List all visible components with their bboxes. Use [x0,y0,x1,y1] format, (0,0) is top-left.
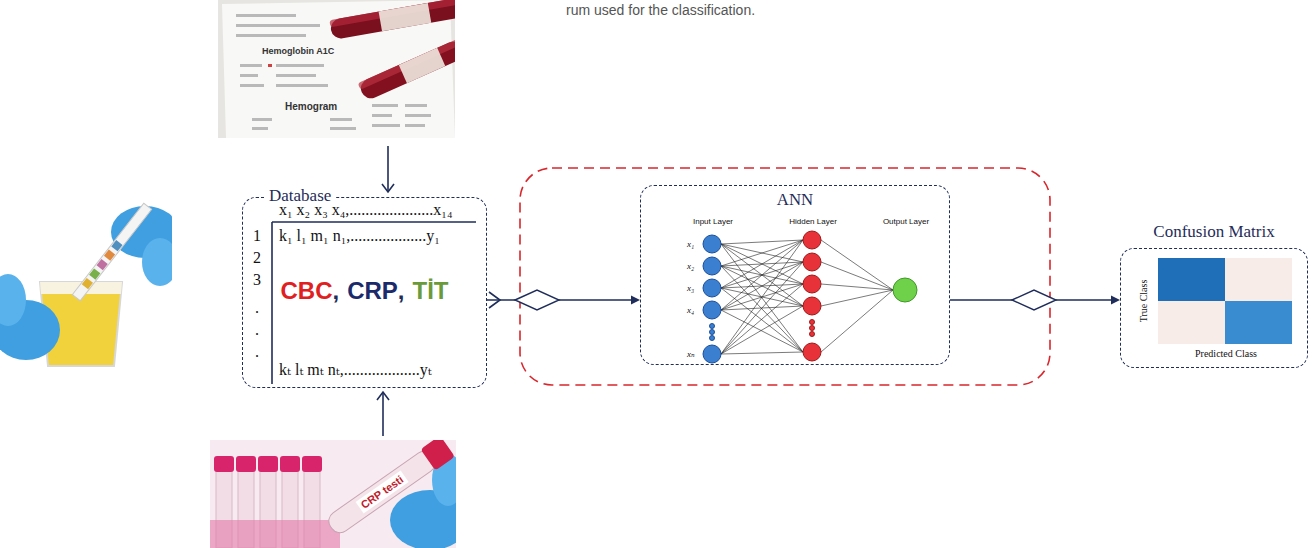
crp-test-photo [210,440,456,548]
report-text: Hemogram [285,100,337,113]
box-heading: ANN [641,189,949,210]
row-number: 1 [253,226,261,246]
report-text: Hemoglobin A1C [262,46,334,57]
layer-label: Hidden Layer [789,217,837,227]
separator: , [398,276,405,306]
down-arrow [382,146,394,192]
row-dot: . [255,320,259,340]
table-row: kₜ lₜ mₜ nₜ,...................yₜ [279,360,432,380]
lab-report-photo [218,0,455,138]
up-arrow [377,392,389,436]
test-name: CBC [280,276,332,306]
term-row: CBC,CRP,TİT [243,276,486,306]
separator: , [332,276,339,306]
arrowhead [631,296,640,305]
connector [487,296,640,305]
network-links [721,240,893,354]
row-number: 2 [253,248,261,268]
table-row: k₁ l₁ m₁ n₁,...................y₁ [279,226,440,246]
chevron [489,292,500,308]
box-heading: Confusion Matrix [1121,221,1307,242]
junction-diamond [515,290,559,310]
test-name: CRP [347,276,398,306]
output-neuron [893,278,917,302]
connector-line [487,299,636,301]
axis-label: True Class [1137,280,1150,323]
cut-caption: rum used for the classification. [566,1,755,19]
table-rules [272,222,476,384]
matrix-cells [1158,258,1292,344]
classifier-frame [520,168,1050,385]
junction-diamond [1012,290,1056,310]
row-dot: . [255,342,259,362]
input-symbol: x₁ [687,239,694,250]
input-symbol: x₃ [687,283,694,294]
input-neurons [703,235,721,363]
column-header: x₁ x₂ x₃ x₄,.....................x₁₄ [279,200,452,220]
axis-label: Predicted Class [1195,347,1257,360]
ann-box: ANN Input Layer Hidden Layer Output Layer x₁… [640,185,950,365]
hidden-neurons [803,231,821,361]
arrowhead [1111,296,1120,305]
input-symbol: xₙ [687,349,695,360]
database-box: Databasex₁ x₂ x₃ x₄,....................… [242,197,487,388]
input-symbol: x₂ [687,261,694,272]
urine-test-photo [0,196,172,372]
row-number: 3 [253,270,261,290]
input-symbol: x₄ [687,305,694,316]
test-name: TİT [413,276,449,306]
layer-label: Input Layer [693,217,733,227]
row-dot: . [255,298,259,318]
confusion-matrix-box: Confusion MatrixTrue ClassPredicted Clas… [1120,248,1308,368]
layer-label: Output Layer [883,217,929,227]
